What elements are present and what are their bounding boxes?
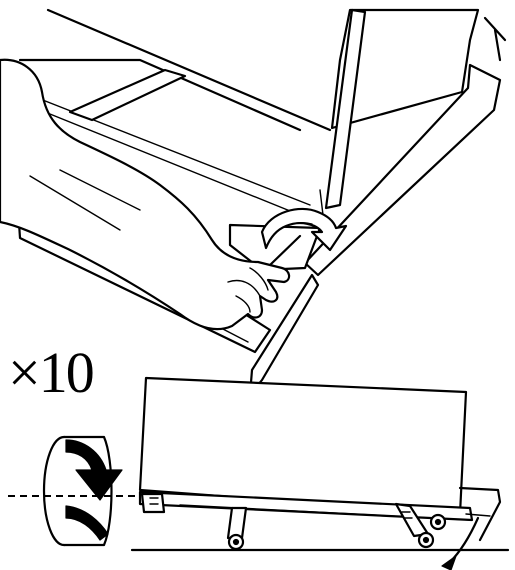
repeat-count-label: ×10 — [8, 340, 95, 405]
shaft — [268, 234, 302, 267]
paper-strap — [68, 68, 187, 122]
rail-line — [179, 504, 471, 521]
sleeve-line-2 — [59, 169, 141, 211]
paper-sheet-back — [330, 8, 480, 130]
finger-line-1 — [227, 279, 261, 297]
printer-top-edge — [46, 8, 332, 132]
slide-arrow-icon — [441, 516, 480, 570]
printer-upper-shelf — [18, 58, 302, 132]
left-clamp — [140, 492, 166, 514]
right-housing-line — [465, 513, 491, 517]
printer-side-view — [8, 376, 510, 570]
finger-line-2 — [235, 295, 251, 313]
right-roller — [394, 502, 447, 549]
tray-right-rail — [303, 63, 502, 277]
tray-top-corner-2 — [493, 28, 502, 62]
rotate-arrow-icon — [260, 207, 348, 252]
printer-inner-line-2 — [44, 111, 301, 216]
hand — [0, 58, 291, 331]
finger-line-3 — [249, 267, 269, 291]
direction-arrow-tail — [65, 505, 109, 541]
right-housing — [458, 486, 502, 542]
left-roller — [226, 506, 248, 551]
printer-perspective-view — [0, 8, 507, 397]
rotation-direction-icon — [42, 435, 123, 547]
platen-rail — [138, 490, 474, 522]
left-clamp-detail — [149, 497, 159, 505]
lever-blade — [324, 8, 367, 210]
direction-arrow — [65, 439, 123, 501]
sleeve-line-1 — [29, 175, 121, 231]
